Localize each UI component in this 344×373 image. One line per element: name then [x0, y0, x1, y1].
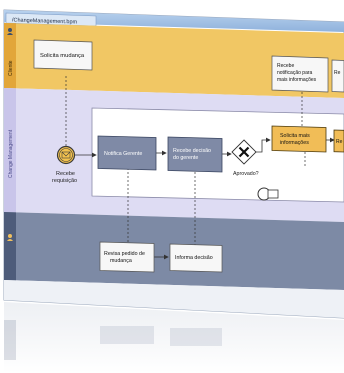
task-recebe-notificacao-line3: mais informações [277, 77, 317, 83]
start-event-recebe-requisicao[interactable] [56, 145, 76, 165]
task-solicita-mais-informacoes[interactable]: Solicita mais informações [271, 125, 327, 153]
editor-tab-title: /ChangeManagement.bpm [12, 17, 78, 25]
task-solicita-mudanca-label: Solicita mudança [40, 53, 85, 59]
task-revisa-pedido-line2: mudança [110, 258, 132, 264]
task-re-cut[interactable]: Re [333, 129, 344, 153]
intermediate-event[interactable] [257, 187, 279, 201]
sequence-flow [256, 137, 271, 153]
task-revisa-pedido-line1: Revisa pedido de [104, 251, 145, 257]
task-recebe-cut[interactable]: Re [331, 59, 344, 93]
envelope-icon [61, 151, 71, 159]
gateway-label: Aprovado? [233, 171, 259, 177]
lane-cliente-header [4, 23, 16, 89]
task-informa-decisao[interactable]: Informa decisão [169, 243, 223, 273]
lane-cliente-label: Cliente [8, 60, 14, 76]
task-recebe-cut-label: Re [334, 70, 341, 76]
task-recebe-decisao-line2: do gerente [173, 155, 198, 161]
reflection-ghost-shapes [4, 320, 222, 360]
start-event-label-line2: requisição [52, 178, 77, 184]
lane-bottom-header [4, 212, 16, 281]
task-recebe-notificacao-line1: Recebe [277, 63, 294, 69]
task-notifica-gerente-label: Notifica Gerente [104, 151, 142, 157]
task-recebe-decisao[interactable]: Recebe decisão do gerente [167, 136, 223, 173]
x-icon [238, 146, 250, 158]
task-solicita-mudanca[interactable]: Solicita mudança [33, 39, 93, 71]
task-recebe-decisao-line1: Recebe decisão [173, 148, 211, 154]
start-event-label-line1: Recebe [56, 171, 75, 177]
task-recebe-notificacao-line2: notificação para [277, 70, 313, 76]
lane-cliente-icon [7, 28, 13, 35]
task-solicita-mais-info-line1: Solicita mais [280, 133, 310, 139]
task-revisa-pedido[interactable]: Revisa pedido de mudança [99, 241, 155, 273]
lane-bottom-icon [7, 234, 13, 241]
lane-change-management-label: Change Management [8, 129, 14, 178]
task-solicita-mais-info-line2: informações [280, 140, 309, 146]
task-informa-decisao-label: Informa decisão [175, 255, 213, 261]
window-reflection [4, 302, 344, 373]
task-re-cut-label: Re [336, 139, 343, 145]
lane-change-management-header [4, 88, 16, 213]
gateway-aprovado[interactable] [231, 139, 257, 165]
status-bar [4, 280, 344, 318]
task-recebe-notificacao[interactable]: Recebe notificação para mais informações [271, 55, 329, 93]
task-notifica-gerente[interactable]: Notifica Gerente [97, 135, 157, 171]
